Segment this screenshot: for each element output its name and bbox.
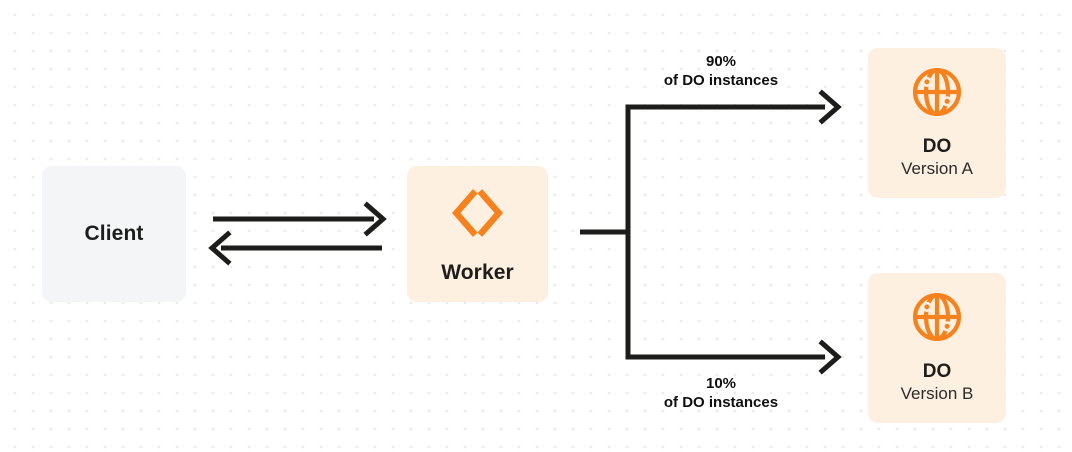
workers-logo-icon xyxy=(449,184,507,247)
edge-label-bottom-description: of DO instances xyxy=(663,394,779,412)
edge-label-90-percent: 90% of DO instances xyxy=(627,52,815,90)
node-worker-label: Worker xyxy=(441,260,514,284)
arrow-worker-to-client xyxy=(208,230,382,266)
node-do-version-b: DO Version B xyxy=(868,273,1006,423)
node-do-b-sublabel: Version B xyxy=(900,384,974,404)
node-do-b-label: DO xyxy=(922,360,952,382)
globe-icon xyxy=(910,65,964,124)
node-worker: Worker xyxy=(407,166,548,302)
node-client-label: Client xyxy=(84,222,144,245)
arrow-client-to-worker xyxy=(213,201,387,237)
connector-worker-to-do-a xyxy=(625,89,842,232)
edge-label-10-percent: 10% of DO instances xyxy=(627,374,815,412)
edge-label-top-percent: 90% xyxy=(705,53,737,70)
edge-label-bottom-percent: 10% xyxy=(705,375,737,392)
globe-icon xyxy=(910,290,964,349)
node-client: Client xyxy=(42,166,186,302)
node-do-a-label: DO xyxy=(922,135,952,157)
node-do-a-sublabel: Version A xyxy=(901,159,973,179)
edge-label-top-description: of DO instances xyxy=(663,72,779,90)
connector-worker-to-do-b xyxy=(625,232,842,375)
node-do-version-a: DO Version A xyxy=(868,48,1006,198)
